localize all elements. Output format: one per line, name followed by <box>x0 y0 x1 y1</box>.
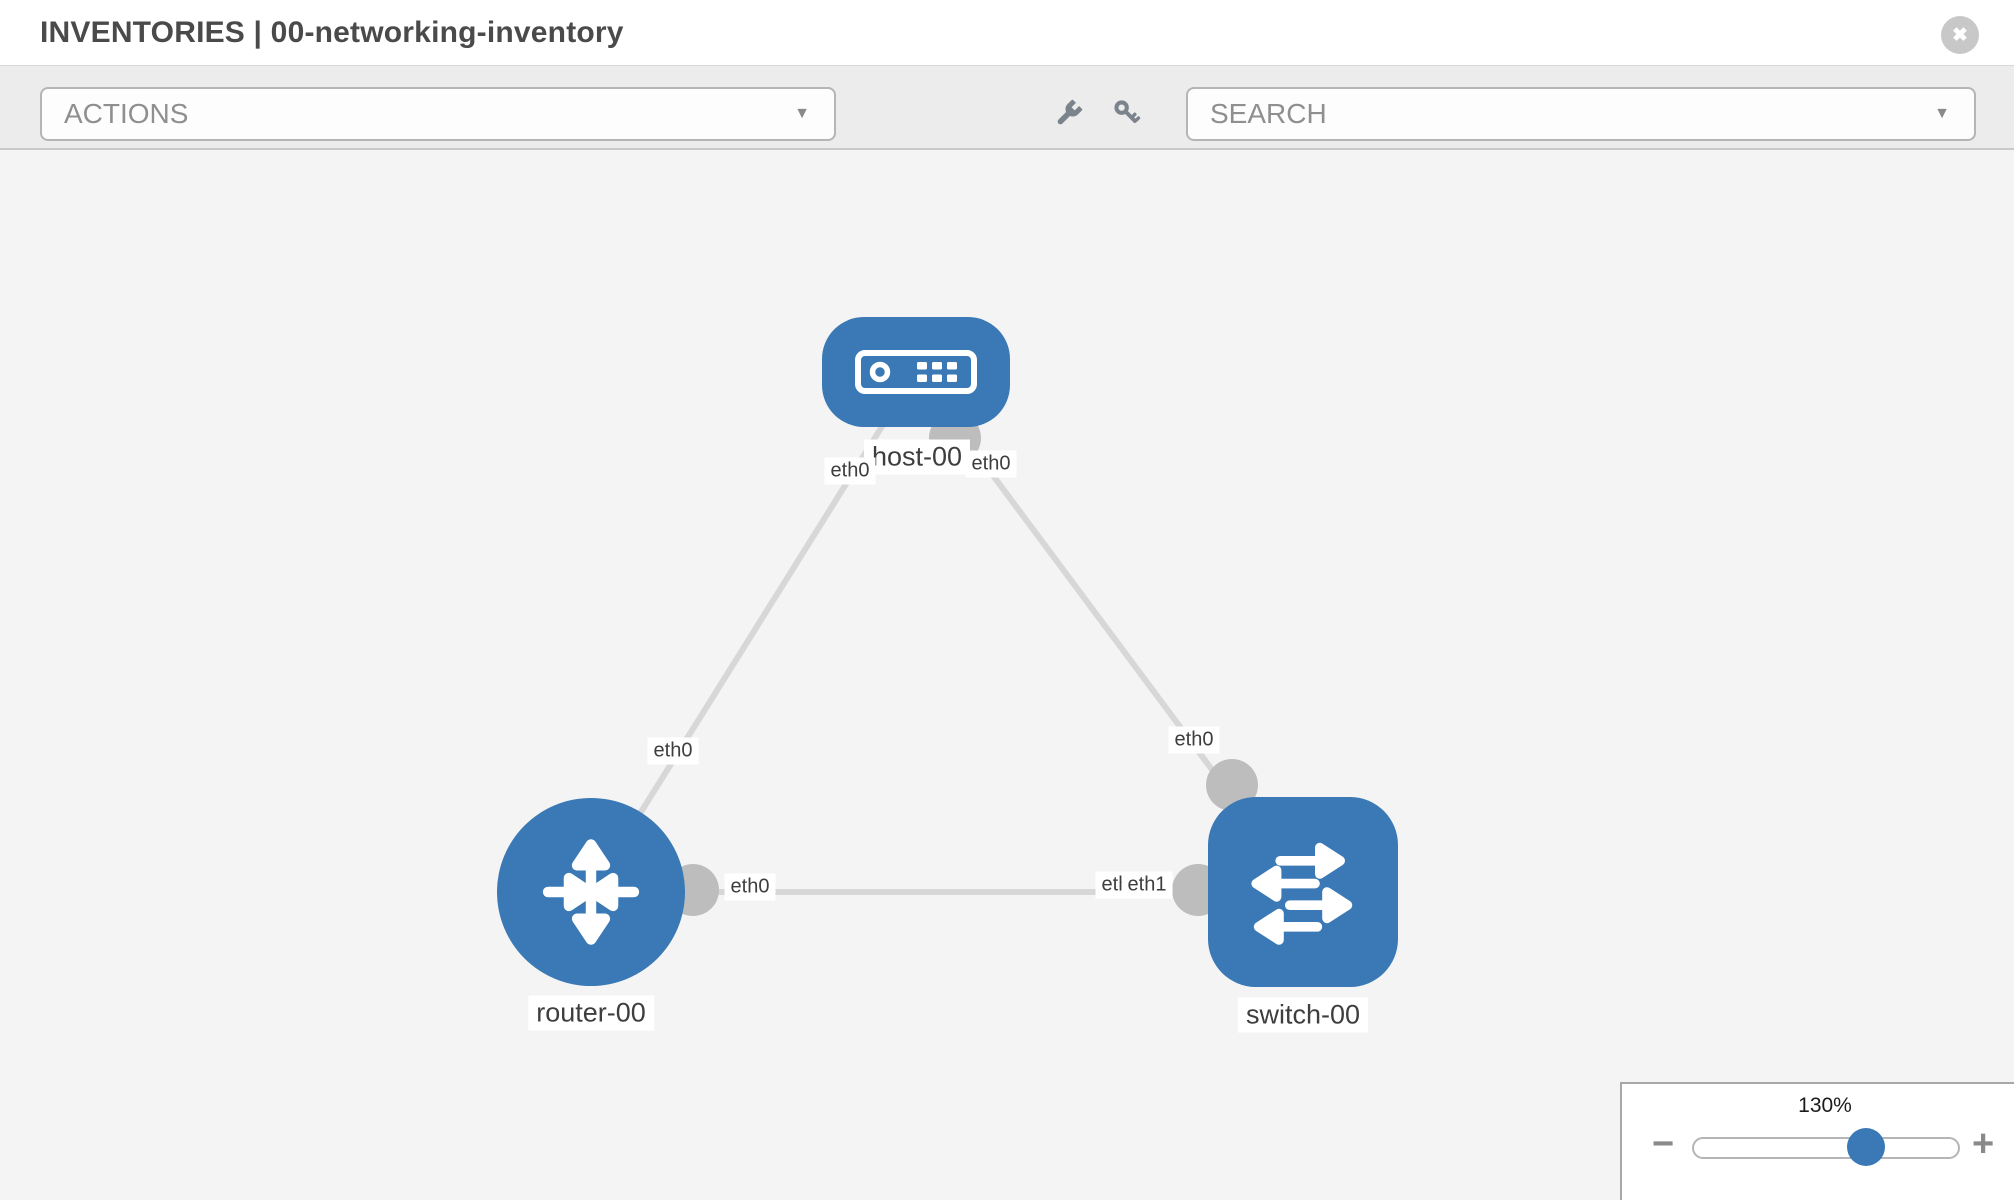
zoom-in-button[interactable]: + <box>1972 1123 1995 1165</box>
router-arrows-icon <box>542 839 640 945</box>
links-layer <box>588 370 1306 916</box>
actions-dropdown-label: ACTIONS <box>64 98 189 129</box>
credentials-button[interactable] <box>1110 96 1146 132</box>
configure-button[interactable] <box>1050 96 1086 132</box>
chevron-down-icon: ▼ <box>1934 105 1950 122</box>
node-label-switch: switch-00 <box>1237 997 1369 1033</box>
node-router[interactable] <box>497 798 685 986</box>
toolbar: ACTIONS ▼ SEARCH ▼ <box>0 66 2014 150</box>
wrench-icon <box>1057 99 1083 125</box>
iface-label-router-to-host: eth0 <box>647 737 699 765</box>
actions-dropdown[interactable]: ACTIONS ▼ <box>40 87 836 141</box>
chevron-down-icon: ▼ <box>794 105 810 122</box>
iface-label-host-to-switch: eth0 <box>965 450 1017 478</box>
close-icon: ✖ <box>1952 24 1968 46</box>
iface-label-host-to-router: eth0 <box>824 457 876 485</box>
iface-label-router-to-switch: eth0 <box>724 873 776 901</box>
zoom-out-button[interactable]: − <box>1652 1123 1675 1165</box>
switch-arrows-icon <box>1251 842 1353 945</box>
node-host[interactable] <box>822 317 1010 427</box>
iface-label-switch-to-host: eth0 <box>1168 726 1220 754</box>
host-icon <box>855 350 977 394</box>
zoom-control-panel: 130% − + <box>1620 1082 2014 1200</box>
key-icon <box>1114 100 1141 123</box>
zoom-slider-handle[interactable] <box>1847 1128 1885 1166</box>
node-switch[interactable] <box>1208 797 1398 987</box>
iface-label-switch-to-router: eth1 <box>1121 871 1173 899</box>
zoom-level-label: 130% <box>1798 1094 1852 1117</box>
zoom-slider-track[interactable] <box>1692 1137 1960 1159</box>
search-dropdown[interactable]: SEARCH ▼ <box>1186 87 1976 141</box>
topology-canvas[interactable]: host-00 router-00 switch-00 eth0 eth0 et… <box>0 150 2014 1200</box>
close-button[interactable]: ✖ <box>1941 16 1979 54</box>
search-dropdown-label: SEARCH <box>1210 98 1327 129</box>
node-label-host: host-00 <box>863 439 971 475</box>
node-label-router: router-00 <box>528 995 654 1031</box>
page-title: INVENTORIES | 00-networking-inventory <box>40 16 624 49</box>
header-bar: INVENTORIES | 00-networking-inventory ✖ <box>0 0 2014 66</box>
